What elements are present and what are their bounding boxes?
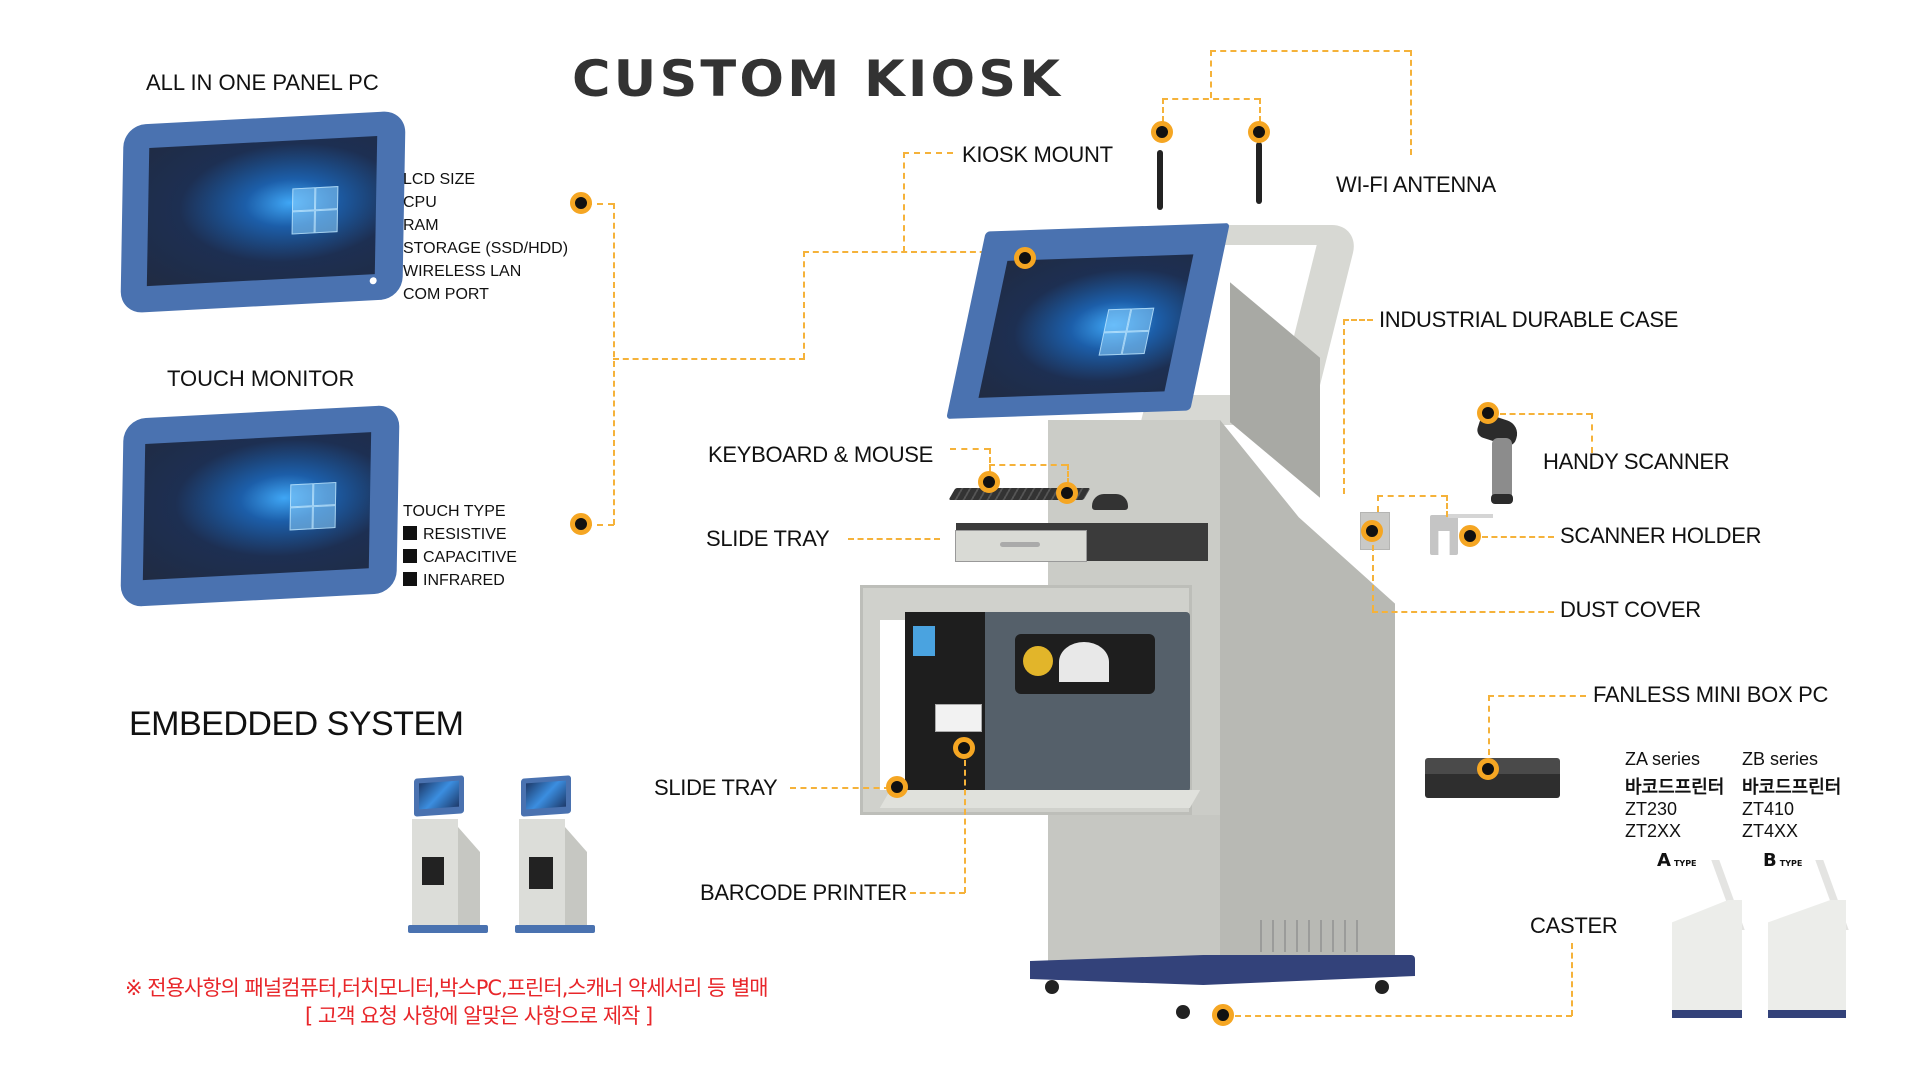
barcode-printer-marker-icon [953,737,975,759]
type-letter: B [1763,850,1777,871]
embedded-kiosk-image [515,775,595,940]
scanner-holder-marker-icon [1459,525,1481,547]
handy-scanner-image [1475,412,1521,506]
windows-logo-icon [291,186,339,235]
touch-type-label: TOUCH TYPE [403,503,506,520]
callout-slide-tray-top: SLIDE TRAY [706,526,830,551]
caster-wheel-icon [1176,1005,1190,1019]
callout-wifi-antenna: WI-FI ANTENNA [1336,172,1496,197]
spec-item: STORAGE (SSD/HDD) [403,240,569,257]
spec-item: COM PORT [403,286,489,303]
touch-monitor-title: TOUCH MONITOR [167,366,355,391]
callout-fanless-mini-box-pc: FANLESS MINI BOX PC [1593,682,1829,707]
caster-wheel-icon [1375,980,1389,994]
mouse-image [1092,494,1128,510]
wifi-antenna-marker-icon [1151,121,1173,143]
custom-order-note: [ 고객 요청 사항에 알맞은 사항으로 제작 ] [305,1004,653,1028]
slide-tray-marker-icon [886,776,908,798]
drawer-handle-icon [1000,542,1040,547]
callout-slide-tray-bottom: SLIDE TRAY [654,775,778,800]
kiosk-mount-marker-icon [1014,247,1036,269]
wifi-antenna-left [1157,150,1163,210]
callout-handy-scanner: HANDY SCANNER [1543,449,1730,474]
wifi-antenna-marker-icon [1248,121,1270,143]
series-kind: 바코드프린터 [1742,777,1842,797]
printer-slide-tray [879,790,1201,808]
callout-dust-cover: DUST COVER [1560,597,1701,622]
accessory-note: ※ 전용사항의 패널컴퓨터,터치모니터,박스PC,프린터,스캐너 악세서리 등 … [125,976,769,1000]
type-b-kiosk-image [1768,860,1849,1025]
kiosk-base [1030,955,1415,985]
dust-cover-marker-icon [1361,520,1383,542]
series-kind: 바코드프린터 [1625,777,1725,797]
series-model: ZT410 [1742,799,1795,819]
type-letter: A [1657,850,1671,871]
bullet-square-icon [403,572,417,586]
windows-logo-icon [289,481,337,531]
type-word: TYPE [1673,859,1697,868]
touch-type-item: CAPACITIVE [423,549,517,566]
spec-item: WIRELESS LAN [403,263,522,280]
touch-monitor-marker-icon [570,513,592,535]
printer-series-b: ZB series 바코드프린터 ZT410 ZT4XX [1742,748,1841,842]
series-name: ZA series [1625,749,1701,769]
embedded-kiosk-image [408,775,488,940]
handy-scanner-marker-icon [1477,402,1499,424]
spec-item: RAM [403,217,439,234]
mouse-marker-icon [1056,482,1078,504]
callout-caster: CASTER [1530,913,1618,938]
series-model: ZT4XX [1742,821,1799,841]
all-in-one-marker-icon [570,192,592,214]
callout-keyboard-mouse: KEYBOARD & MOUSE [708,442,934,467]
bullet-square-icon [403,526,417,540]
spec-item: CPU [403,194,437,211]
type-a-kiosk-image [1672,860,1752,1025]
vent-grille-icon [1260,920,1365,952]
page-title: CUSTOM KIOSK [572,50,1064,108]
kiosk-touch-screen [946,223,1230,419]
printer-series-a: ZA series 바코드프린터 ZT230 ZT2XX [1625,748,1724,842]
embedded-system-title: EMBEDDED SYSTEM [129,705,464,743]
barcode-printer-image [905,612,1190,792]
power-button-icon [369,277,377,285]
all-in-one-title: ALL IN ONE PANEL PC [146,70,379,95]
callout-scanner-holder: SCANNER HOLDER [1560,523,1762,548]
industrial-durable-case [1220,420,1395,960]
touch-monitor-image [120,404,400,608]
all-in-one-spec-list: LCD SIZE CPU RAM STORAGE (SSD/HDD) WIREL… [403,168,568,306]
touch-type-item: INFRARED [423,572,505,589]
touch-type-item: RESISTIVE [423,526,507,543]
wifi-antenna-right [1256,142,1262,204]
series-model: ZT230 [1625,799,1678,819]
callout-industrial-durable-case: INDUSTRIAL DURABLE CASE [1379,307,1679,332]
type-word: TYPE [1779,859,1803,868]
scanner-holder-image [1430,515,1458,555]
caster-marker-icon [1212,1004,1234,1026]
spec-item: LCD SIZE [403,171,476,188]
callout-barcode-printer: BARCODE PRINTER [700,880,907,905]
caster-wheel-icon [1045,980,1059,994]
bullet-square-icon [403,549,417,563]
fanless-pc-marker-icon [1477,758,1499,780]
all-in-one-panel-pc-image [120,110,406,314]
series-model: ZT2XX [1625,821,1682,841]
barcode-label-icon [935,704,982,732]
touch-type-list: TOUCH TYPE RESISTIVE CAPACITIVE INFRARED [403,500,517,592]
series-name: ZB series [1742,749,1819,769]
callout-kiosk-mount: KIOSK MOUNT [962,142,1113,167]
keyboard-marker-icon [978,471,1000,493]
